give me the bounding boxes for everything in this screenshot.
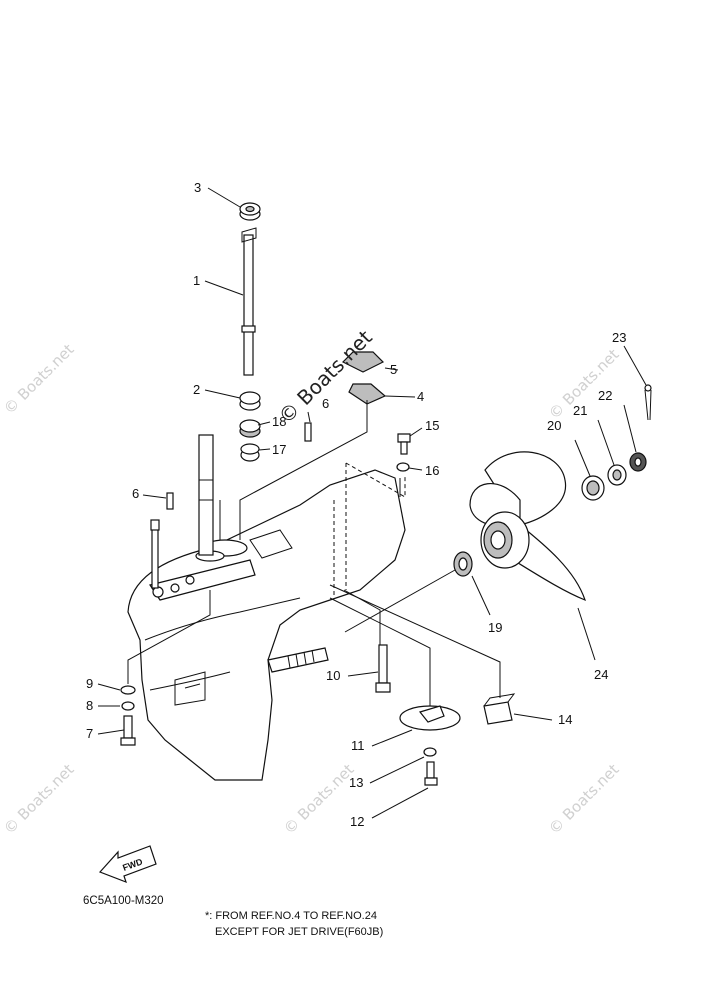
callout-7: 7 [86, 726, 93, 741]
callout-22: 22 [598, 388, 612, 403]
callout-15: 15 [425, 418, 439, 433]
part-16-washer [396, 462, 410, 472]
part-9-washer [120, 685, 136, 695]
part-10-bolt [375, 644, 391, 693]
callout-24: 24 [594, 667, 608, 682]
callout-19: 19 [488, 620, 502, 635]
callout-1: 1 [193, 273, 200, 288]
part-19-spacer [453, 551, 473, 577]
callout-3: 3 [194, 180, 201, 195]
callout-13: 13 [349, 775, 363, 790]
part-14-anode [483, 693, 516, 725]
callout-12: 12 [350, 814, 364, 829]
callout-6-upper: 6 [322, 396, 329, 411]
callout-6-left: 6 [132, 486, 139, 501]
part-21-washer [607, 464, 627, 486]
callout-11: 11 [351, 738, 365, 753]
part-4-rubber [348, 383, 387, 405]
part-23-cotter-pin [644, 384, 652, 421]
drawing-code: 6C5A100-M320 [83, 895, 164, 907]
callout-2: 2 [193, 382, 200, 397]
part-11-trim-tab [399, 705, 461, 731]
callout-21: 21 [573, 403, 587, 418]
callout-17: 17 [272, 442, 286, 457]
part-20-thrust-washer [581, 475, 605, 501]
callout-20: 20 [547, 418, 561, 433]
part-6-pin-upper [304, 422, 312, 442]
callout-10: 10 [326, 668, 340, 683]
leader-lines [97, 187, 647, 819]
part-18-bearing [239, 419, 261, 438]
callouts: 3 1 2 18 17 5 4 6 6 15 16 9 8 7 10 11 13… [86, 180, 626, 829]
part-7-bolt [120, 715, 136, 746]
drive-shaft-lower [198, 434, 214, 556]
part-3-bushing [239, 202, 261, 221]
callout-18: 18 [272, 414, 286, 429]
watermark-faint-bottom-right: © Boats.net [545, 760, 623, 838]
part-15-bolt [397, 433, 411, 455]
part-13-washer [423, 747, 437, 757]
part-17-sleeve [240, 443, 260, 462]
callout-23: 23 [612, 330, 626, 345]
part-22-nut [629, 452, 647, 472]
callout-9: 9 [86, 676, 93, 691]
callout-5: 5 [390, 362, 397, 377]
part-12-bolt [424, 761, 438, 786]
part-5-rubber [341, 351, 385, 373]
callout-8: 8 [86, 698, 93, 713]
watermark-faint-bottom-left: © Boats.net [0, 760, 78, 838]
part-6-pin-left [166, 492, 174, 510]
watermark-faint-bottom-center: © Boats.net [280, 760, 358, 838]
part-2-bushing [239, 391, 261, 411]
dashed-group-lines [333, 462, 406, 598]
callout-4: 4 [417, 389, 424, 404]
note-line-2: EXCEPT FOR JET DRIVE(F60JB) [215, 926, 383, 938]
fwd-arrow: FWD [98, 845, 157, 884]
watermark-main: © Boats.net [274, 325, 377, 428]
callout-14: 14 [558, 712, 572, 727]
part-1-shaft [241, 227, 257, 376]
watermark-faint-left: © Boats.net [0, 340, 78, 418]
part-8-washer [121, 701, 135, 711]
lower-casing [127, 469, 406, 781]
note-line-1: *: FROM REF.NO.4 TO REF.NO.24 [205, 910, 377, 922]
callout-16: 16 [425, 463, 439, 478]
part-24-propeller [469, 451, 586, 602]
